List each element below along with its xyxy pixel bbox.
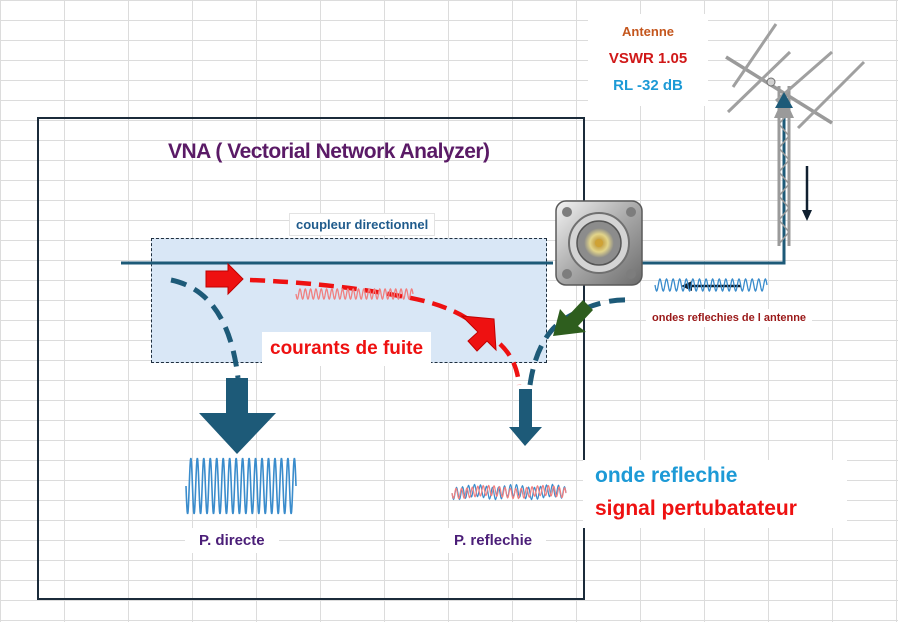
reflected-pink-sine-wave-icon bbox=[451, 484, 567, 500]
antenna-feed-line bbox=[640, 102, 786, 265]
direct-coupling-path bbox=[170, 277, 241, 379]
yagi-antenna-icon bbox=[725, 23, 866, 246]
reflected-wave-label: onde reflechie bbox=[595, 464, 738, 487]
antenna-reflected-waves-label: ondes reflechies de l antenne bbox=[646, 309, 813, 327]
leakage-sine-wave-icon bbox=[295, 288, 414, 300]
leakage-path bbox=[205, 262, 522, 386]
coupler-label: coupleur directionnel bbox=[289, 213, 436, 236]
antenna-name: Antenne bbox=[622, 24, 674, 39]
reflected-wave-arrow-icon bbox=[553, 300, 593, 336]
n-type-connector-icon bbox=[555, 200, 643, 286]
disturbing-signal-label: signal pertubatateur bbox=[595, 497, 797, 520]
direct-port-arrow-icon bbox=[199, 378, 276, 454]
antenna-return-loss: RL -32 dB bbox=[613, 77, 683, 94]
direct-port-label: P. directe bbox=[185, 528, 279, 553]
antenna-info-panel: Antenne VSWR 1.05 RL -32 dB bbox=[588, 14, 708, 106]
vna-title: VNA ( Vectorial Network Analyzer) bbox=[168, 140, 490, 163]
reflected-port-label: P. reflechie bbox=[440, 528, 547, 553]
antenna-vswr: VSWR 1.05 bbox=[608, 50, 688, 67]
wave-layer bbox=[185, 278, 768, 515]
forward-arrow-up-icon bbox=[775, 92, 793, 108]
leakage-label: courants de fuite bbox=[262, 332, 432, 366]
vna-frame bbox=[37, 117, 585, 600]
reflected-arrow-down-icon bbox=[802, 166, 812, 221]
reflected-signal-panel: onde reflechie signal pertubatateur bbox=[583, 460, 847, 528]
reflected-port-arrow-icon bbox=[509, 389, 542, 446]
antenna-reflected-sine-wave-icon bbox=[654, 278, 768, 292]
direct-port-sine-wave-icon bbox=[185, 457, 297, 515]
